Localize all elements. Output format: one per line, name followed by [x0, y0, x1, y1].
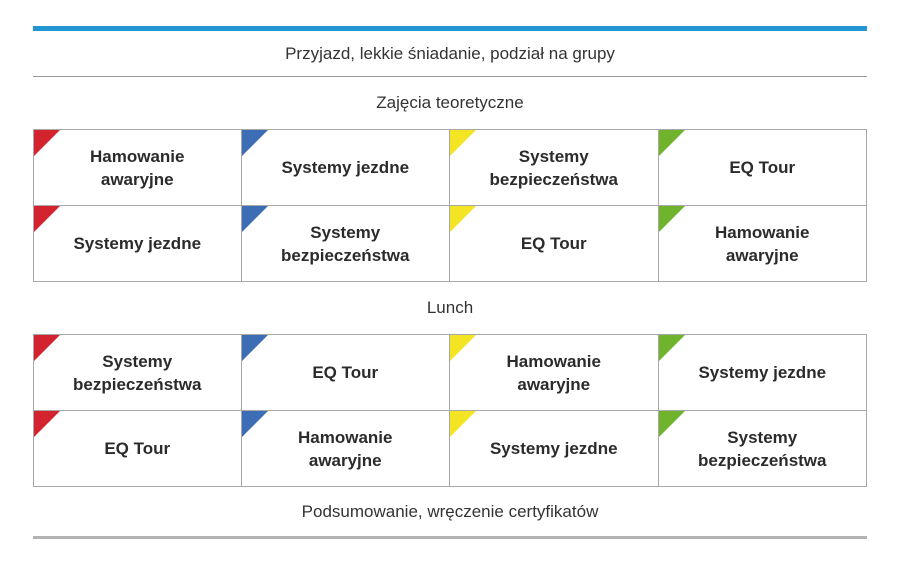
group-green-corner-marker [658, 206, 685, 232]
session-label: Systemy jezdne [73, 234, 202, 253]
morning-schedule-grid: Hamowanie awaryjne Systemy jezdne System… [33, 129, 867, 282]
session-card: EQ Tour [657, 129, 867, 206]
session-label: Systemy jezdne [698, 363, 827, 382]
session-card: Systemy bezpieczeństwa [33, 334, 242, 411]
session-card: Systemy bezpieczeństwa [449, 129, 659, 206]
arrival-header-text: Przyjazd, lekkie śniadanie, podział na g… [285, 43, 615, 63]
group-green-corner-marker [658, 335, 685, 361]
session-label: Systemy bezpieczeństwa [73, 351, 202, 394]
session-card: Hamowanie awaryjne [240, 410, 450, 487]
session-card: Systemy jezdne [657, 334, 867, 411]
group-red-corner-marker [34, 206, 60, 232]
session-label: Hamowanie awaryjne [90, 146, 185, 189]
closing-header: Podsumowanie, wręczenie certyfikatów [33, 487, 867, 536]
session-card: Hamowanie awaryjne [33, 129, 242, 206]
group-red-corner-marker [34, 411, 60, 437]
session-label: Systemy bezpieczeństwa [489, 146, 619, 189]
afternoon-schedule-grid: Systemy bezpieczeństwa EQ Tour Hamowanie… [33, 334, 867, 487]
group-red-corner-marker [34, 130, 60, 156]
session-label: Hamowanie awaryjne [506, 351, 601, 394]
group-green-corner-marker [658, 411, 685, 437]
group-red-corner-marker [34, 335, 60, 361]
session-label: Systemy bezpieczeństwa [698, 427, 827, 470]
session-card: EQ Tour [33, 410, 242, 487]
bottom-rule [33, 536, 867, 539]
arrival-header: Przyjazd, lekkie śniadanie, podział na g… [33, 31, 867, 77]
session-card: Systemy jezdne [449, 410, 659, 487]
schedule-page: Przyjazd, lekkie śniadanie, podział na g… [33, 0, 867, 539]
session-label: EQ Tour [104, 439, 171, 458]
group-blue-corner-marker [241, 206, 268, 232]
session-card: Systemy jezdne [240, 129, 450, 206]
session-label: Systemy bezpieczeństwa [281, 222, 410, 265]
session-label: EQ Tour [312, 363, 379, 382]
session-card: Hamowanie awaryjne [657, 205, 867, 282]
lunch-title-text: Lunch [426, 298, 474, 317]
session-card: Hamowanie awaryjne [449, 334, 659, 411]
group-blue-corner-marker [241, 411, 268, 437]
session-label: Systemy jezdne [489, 439, 618, 458]
group-blue-corner-marker [241, 335, 268, 361]
theory-section-title: Zajęcia teoretyczne [33, 77, 867, 129]
lunch-section-title: Lunch [33, 282, 867, 334]
session-card: EQ Tour [449, 205, 659, 282]
session-label: EQ Tour [520, 234, 587, 253]
session-label: Systemy jezdne [281, 158, 410, 177]
session-card: EQ Tour [240, 334, 450, 411]
group-green-corner-marker [658, 130, 685, 156]
accent-bar [33, 26, 867, 31]
session-card: Systemy bezpieczeństwa [240, 205, 450, 282]
session-label: EQ Tour [729, 158, 796, 177]
group-yellow-corner-marker [450, 130, 476, 156]
group-yellow-corner-marker [450, 206, 476, 232]
session-card: Systemy bezpieczeństwa [657, 410, 867, 487]
closing-header-text: Podsumowanie, wręczenie certyfikatów [301, 501, 599, 521]
theory-title-text: Zajęcia teoretyczne [376, 93, 524, 112]
group-yellow-corner-marker [450, 411, 476, 437]
session-label: Hamowanie awaryjne [298, 427, 393, 470]
session-label: Hamowanie awaryjne [715, 222, 810, 265]
session-card: Systemy jezdne [33, 205, 242, 282]
group-yellow-corner-marker [450, 335, 476, 361]
group-blue-corner-marker [241, 130, 268, 156]
